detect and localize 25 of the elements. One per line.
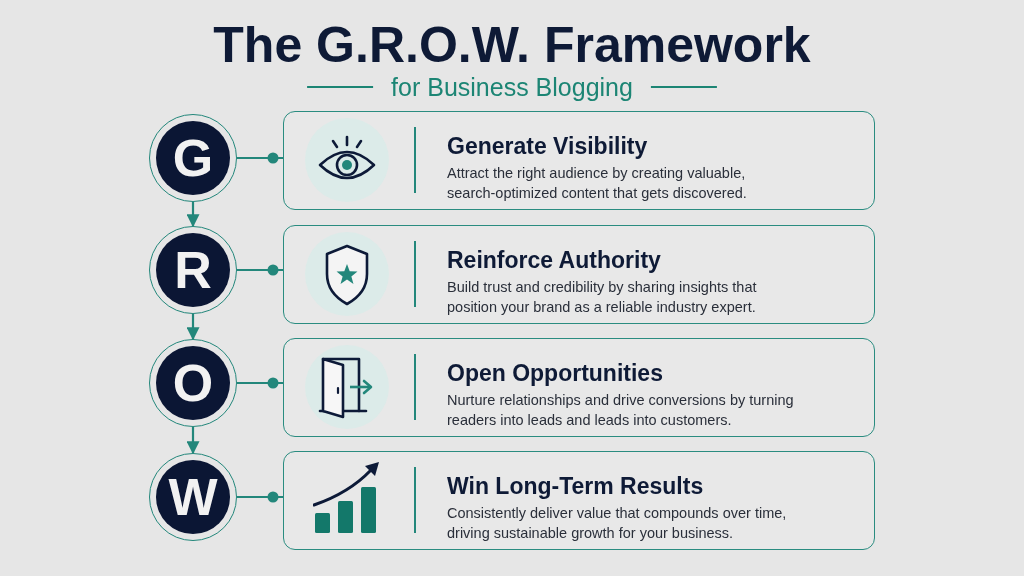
title: The G.R.O.W. Framework [213,20,811,70]
step-letter: W [156,460,230,534]
arrow [186,202,200,228]
step-description: Attract the right audience by creating valuable, search-optimized content that gets discovered. [447,164,748,203]
step-letter: O [156,346,230,420]
step-heading: Generate Visibility [447,132,648,160]
step-card [283,338,875,437]
step-heading: Reinforce Authority [447,246,661,274]
step-letter: R [156,233,230,307]
step-letter: G [156,121,230,195]
step-description: Nurture relationships and drive conversions by turning readers into leads and leads into customers. [447,391,795,430]
step-card [283,451,875,550]
step-card [283,225,875,324]
dot-connector [237,152,283,164]
dot-connector [237,377,283,389]
step-heading: Win Long-Term Results [447,472,704,500]
step-description: Consistently deliver value that compounds over time, driving sustainable growth for your business. [447,504,788,543]
dot-connector [237,491,283,503]
step-heading: Open Opportunities [447,359,663,387]
step-description: Build trust and credibility by sharing insights that position your brand as a reliable industry expert. [447,278,758,317]
dot-connector [237,264,283,276]
step-card [283,111,875,210]
subtitle: for Business Blogging [391,72,633,102]
arrow [186,427,200,455]
arrow [186,314,200,341]
